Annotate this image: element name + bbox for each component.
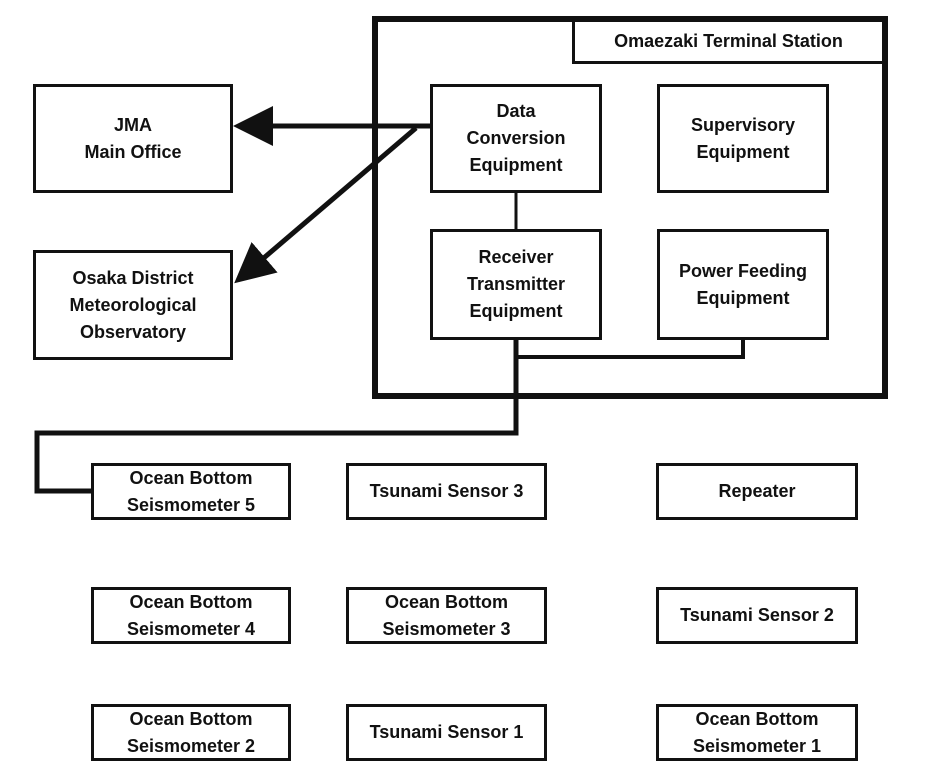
tsunami-sensor-2-box: Tsunami Sensor 2 [656,587,858,644]
receiver-transmitter-label: Receiver Transmitter Equipment [466,247,566,321]
repeater-label: Repeater [718,481,796,501]
arrow-to-osaka [234,126,418,284]
receiver-transmitter-box: Receiver Transmitter Equipment [430,229,602,340]
ocean-bottom-seismometer-4-box: Ocean Bottom Seismometer 4 [91,587,291,644]
osaka-observatory-box: Osaka District Meteorological Observator… [33,250,233,360]
power-feeding-label: Power Feeding Equipment [678,260,808,308]
jma-main-office-box: JMA Main Office [33,84,233,193]
tsunami-sensor-2-label: Tsunami Sensor 2 [680,605,834,625]
terminal-station-frame [372,16,888,399]
tsunami-sensor-1-label: Tsunami Sensor 1 [369,722,524,742]
osaka-observatory-label: Osaka District Meteorological Observator… [69,267,197,342]
supervisory-box: Supervisory Equipment [657,84,829,193]
tsunami-sensor-3-box: Tsunami Sensor 3 [346,463,547,520]
ocean-bottom-seismometer-3-label: Ocean Bottom Seismometer 3 [382,591,511,639]
ocean-bottom-seismometer-1-label: Ocean Bottom Seismometer 1 [692,708,822,756]
data-conversion-box: Data Conversion Equipment [430,84,602,193]
ocean-bottom-seismometer-1-box: Ocean Bottom Seismometer 1 [656,704,858,761]
ocean-bottom-seismometer-4-label: Ocean Bottom Seismometer 4 [126,591,256,639]
ocean-bottom-seismometer-5-box: Ocean Bottom Seismometer 5 [91,463,291,520]
link-power-feed [516,340,745,359]
tsunami-sensor-1-box: Tsunami Sensor 1 [346,704,547,761]
power-feeding-box: Power Feeding Equipment [657,229,829,340]
station-title: Omaezaki Terminal Station [572,22,882,64]
jma-main-office-label: JMA Main Office [84,114,182,162]
trunk-cable [34,340,519,494]
ocean-bottom-seismometer-3-box: Ocean Bottom Seismometer 3 [346,587,547,644]
tsunami-sensor-3-label: Tsunami Sensor 3 [369,481,524,501]
repeater-box: Repeater [656,463,858,520]
ocean-bottom-seismometer-2-box: Ocean Bottom Seismometer 2 [91,704,291,761]
station-title-label: Omaezaki Terminal Station [614,31,843,51]
ocean-bottom-seismometer-2-label: Ocean Bottom Seismometer 2 [126,708,256,756]
ocean-bottom-seismometer-5-label: Ocean Bottom Seismometer 5 [126,467,256,515]
data-conversion-label: Data Conversion Equipment [466,101,566,175]
supervisory-label: Supervisory Equipment [690,114,796,162]
